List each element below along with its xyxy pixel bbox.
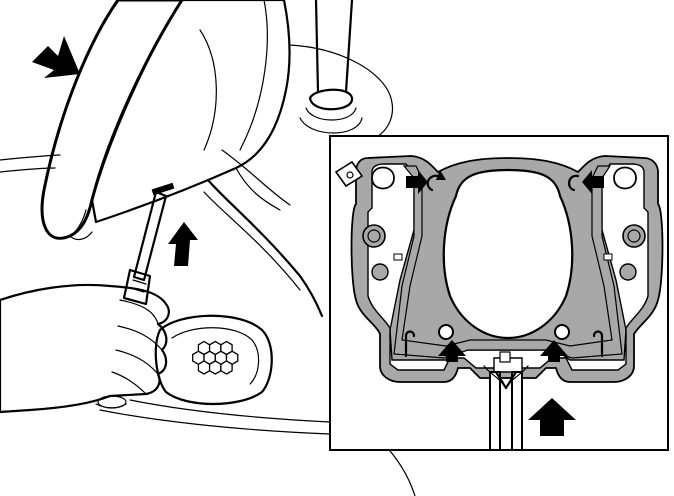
rotate-right-icon [568, 174, 580, 192]
steering-column-icon [299, 0, 363, 134]
honeycomb-pattern [192, 340, 239, 375]
horn-pad-icon [154, 314, 273, 406]
rotate-left-icon [426, 170, 446, 192]
hand-icon [0, 283, 170, 414]
tool-insert-arrow [528, 398, 576, 436]
release-arrow-right [540, 340, 568, 362]
connector-tab-icon [334, 160, 364, 188]
main-view [0, 0, 416, 496]
detail-view [329, 135, 669, 451]
airbag-module-icon [90, 0, 324, 318]
screwdriver-tip-icon [483, 365, 529, 451]
push-direction-arrow [32, 36, 80, 78]
clip-arrow-right [582, 170, 604, 194]
clip-arrow-left [406, 170, 428, 194]
mounting-bracket-icon [350, 155, 664, 383]
honeycomb-cell [220, 360, 233, 375]
screwdriver-icon [122, 190, 168, 306]
honeycomb-cell [208, 360, 222, 375]
release-arrow-left [438, 340, 466, 362]
lift-direction-arrow [168, 222, 198, 266]
honeycomb-cell [197, 360, 211, 375]
